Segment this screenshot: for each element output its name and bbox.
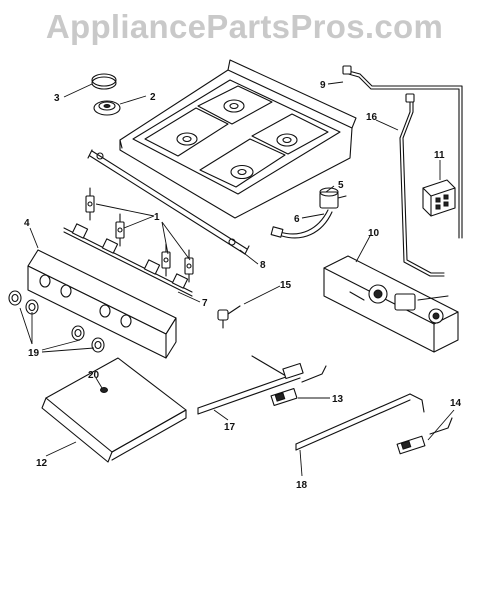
burner-switch-part[interactable] (396, 417, 453, 455)
burner-valves-part[interactable] (85, 187, 194, 283)
callout-18: 18 (296, 480, 308, 491)
terminal-block-part[interactable] (422, 179, 456, 217)
callout-13: 13 (332, 394, 344, 405)
callout-1: 1 (154, 212, 160, 223)
callout-7: 7 (202, 298, 208, 309)
control-panel-part[interactable] (27, 249, 177, 359)
right-rail-part[interactable] (295, 393, 425, 451)
callout-20: 20 (88, 370, 100, 381)
gas-regulator-part[interactable] (319, 187, 347, 209)
callout-19: 19 (28, 348, 40, 359)
callout-6: 6 (294, 214, 300, 225)
manifold-pipe-part[interactable] (63, 223, 193, 297)
callout-3: 3 (54, 93, 60, 104)
callout-17: 17 (224, 422, 236, 433)
watermark-text: AppliancePartsPros.com (45, 8, 444, 45)
callout-15: 15 (280, 280, 292, 291)
burner-head-part[interactable] (93, 100, 121, 116)
callout-12: 12 (36, 458, 48, 469)
callout-2: 2 (150, 92, 156, 103)
callout-9: 9 (320, 80, 326, 91)
callout-11: 11 (434, 150, 445, 161)
supply-tube-part[interactable] (399, 93, 445, 277)
callout-8: 8 (260, 260, 266, 271)
callout-14: 14 (450, 398, 462, 409)
callout-16: 16 (366, 112, 378, 123)
callout-10: 10 (368, 228, 380, 239)
flex-connector-part[interactable] (270, 209, 333, 239)
cooktop-part[interactable] (119, 59, 357, 219)
callout-numbers: 3 2 1 4 7 8 5 6 9 16 11 10 15 19 20 12 1… (24, 80, 462, 491)
gas-tube-part[interactable] (342, 65, 463, 239)
heat-shield-part[interactable] (41, 357, 187, 463)
callout-5: 5 (338, 180, 344, 191)
spark-electrode-part[interactable] (217, 305, 241, 329)
left-rail-part[interactable] (197, 355, 304, 415)
manifold-bar-part[interactable] (87, 149, 250, 255)
spark-module-part[interactable] (323, 255, 459, 353)
burner-cap-part[interactable] (91, 73, 117, 90)
leader-lines (19, 81, 455, 477)
igniter-switch-part[interactable] (270, 365, 327, 407)
callout-4: 4 (24, 218, 30, 229)
